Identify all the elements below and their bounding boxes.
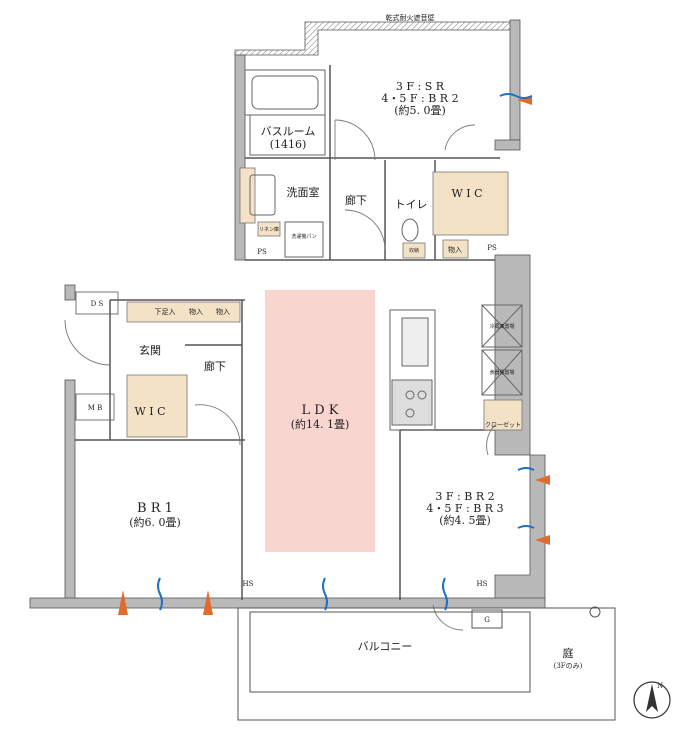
br1-label: B R 1 — [137, 501, 173, 516]
balcony-label: バルコニー — [358, 640, 413, 653]
wic-left-label: W I C — [134, 405, 165, 418]
bath-label: バスルーム — [261, 125, 316, 138]
hall-top-label: 廊下 — [345, 193, 367, 207]
wall-label: 乾式耐火遮音壁 — [386, 13, 435, 22]
ldk-area — [265, 290, 375, 552]
br23-line1: 3 F : B R 2 — [435, 490, 494, 503]
kitchen — [389, 304, 523, 431]
storage1-label: 物入 — [189, 307, 203, 316]
shoe-label: 下足入 — [155, 308, 176, 316]
ldk-area-label: (約14. 1畳) — [291, 417, 350, 431]
linen-label: リネン庫 — [259, 226, 279, 233]
br23-line2: 4・5 F : B R 3 — [426, 502, 503, 515]
toilet-storage-label: 収納 — [409, 247, 419, 254]
partitions — [75, 65, 500, 600]
storage-top-label: 物入 — [448, 245, 462, 254]
compass-icon — [633, 681, 671, 719]
compass-label: N — [657, 682, 663, 690]
ps-left-label: PS — [257, 248, 267, 256]
closet-label: クローゼット — [485, 421, 521, 429]
washer-label: 洗濯機パン — [291, 233, 316, 240]
wic-top-label: W I C — [451, 187, 482, 200]
sr-area: (約5. 0畳) — [394, 103, 446, 117]
hs-right-label: HS — [477, 580, 488, 588]
entrance-label: 玄関 — [139, 343, 161, 357]
balcony — [237, 606, 616, 721]
br1-area: (約6. 0畳) — [129, 515, 181, 529]
hall-mid-label: 廊下 — [204, 359, 226, 373]
fridge-label: 冷蔵庫置場 — [489, 323, 514, 330]
toilet-fixture — [401, 218, 419, 242]
garden-note: (3Fのみ) — [554, 662, 583, 670]
ldk-label: L D K — [301, 403, 338, 418]
ps-right-label: PS — [487, 244, 497, 252]
mb-label: M B — [88, 404, 103, 412]
bath-size: (1416) — [270, 138, 307, 151]
storage2-label: 物入 — [216, 307, 230, 316]
garden-label: 庭 — [563, 646, 574, 660]
washroom-label: 洗面室 — [287, 185, 320, 199]
br23-area: (約4. 5畳) — [439, 513, 491, 527]
sr-line1: 3 F : S R — [396, 80, 445, 93]
washroom-fixtures — [249, 174, 324, 258]
cupboard-label: 食器棚置場 — [489, 369, 514, 376]
bathtub — [244, 69, 326, 156]
ds-label: D S — [91, 300, 104, 308]
sr-line2: 4・5 F : B R 2 — [381, 92, 458, 105]
toilet-label: トイレ — [395, 198, 428, 211]
airflow-marks — [118, 93, 550, 615]
door-swings — [64, 119, 496, 631]
hs-left-label: HS — [243, 580, 254, 588]
storage-fills — [126, 167, 523, 438]
g-label: G — [484, 616, 490, 624]
